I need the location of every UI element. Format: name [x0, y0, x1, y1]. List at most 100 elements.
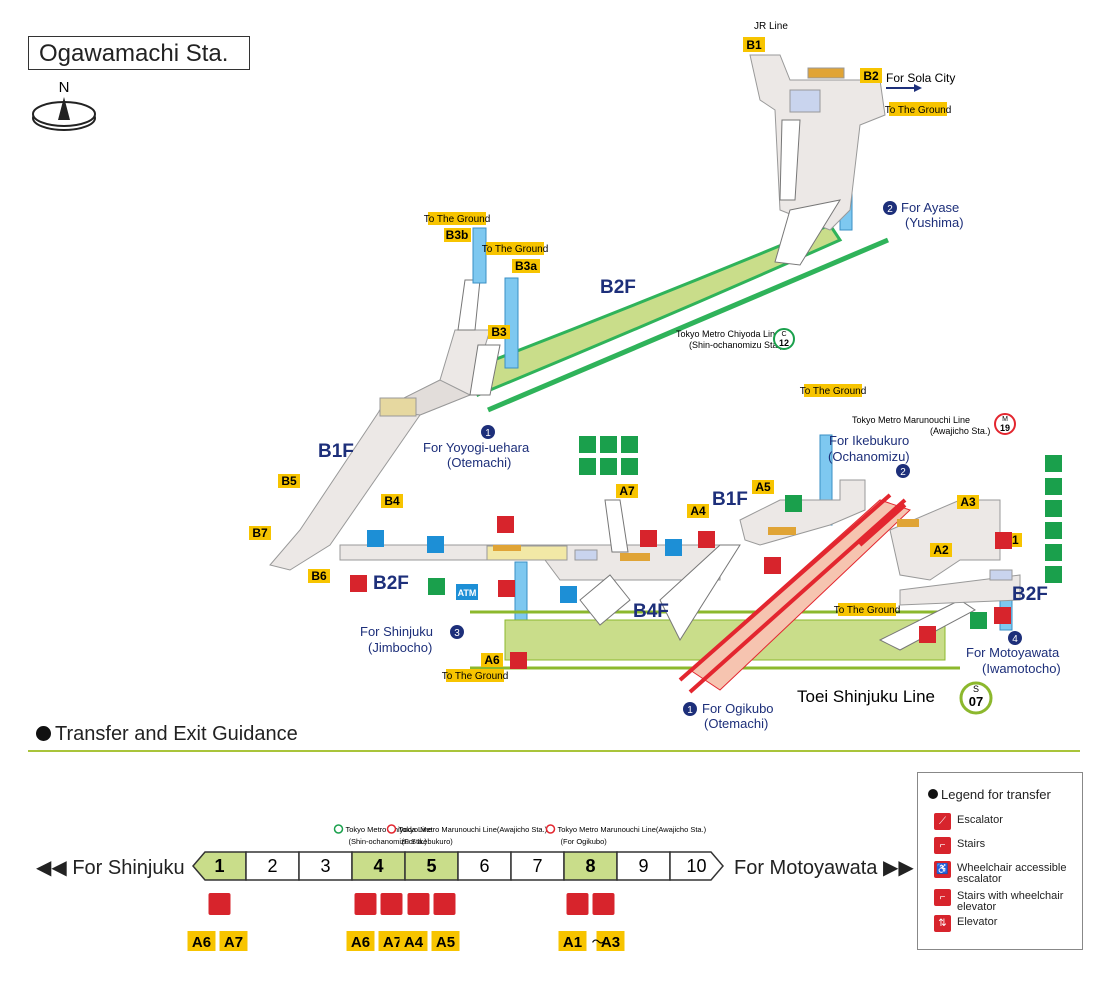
svg-text:For Yoyogi-uehara: For Yoyogi-uehara — [423, 440, 530, 455]
svg-text:B5: B5 — [281, 474, 297, 488]
right-restroom-icons — [1045, 455, 1062, 583]
ground-tag-b3a: To The Ground — [482, 242, 549, 255]
svg-text:B4: B4 — [384, 494, 400, 508]
compass-icon: N — [32, 79, 96, 131]
phone-icon — [560, 586, 577, 603]
svg-text:A6: A6 — [484, 653, 500, 667]
svg-text:For Motoyawata: For Motoyawata — [966, 645, 1060, 660]
exit-b4[interactable]: B4 — [381, 494, 403, 508]
escalator-icon — [640, 530, 936, 643]
svg-text:ATM: ATM — [458, 588, 477, 598]
bullet-icon — [36, 726, 51, 741]
legend-stairs-elevator: ⌐Stairs with wheelchair elevator — [934, 889, 1077, 913]
floor-b2f-right: B2F — [1012, 584, 1048, 605]
floor-b1f-left: B1F — [318, 441, 354, 462]
b2f-lower-concourse — [339, 499, 721, 581]
svg-text:A2: A2 — [933, 543, 949, 557]
direction-labels: 2 For Ayase (Yushima) 1 For Yoyogi-uehar… — [360, 200, 1061, 731]
exit-b6[interactable]: B6 — [308, 569, 330, 583]
svg-text:(Iwamotocho): (Iwamotocho) — [982, 661, 1061, 676]
svg-text:(Shin-ochanomizu Sta.): (Shin-ochanomizu Sta.) — [689, 340, 783, 350]
top-right-concourse — [749, 54, 886, 266]
svg-text:To The Ground: To The Ground — [442, 671, 509, 682]
svg-text:To The Ground: To The Ground — [424, 214, 491, 225]
floor-b2f-top: B2F — [600, 277, 636, 298]
svg-text:07: 07 — [969, 694, 983, 709]
svg-text:B7: B7 — [252, 526, 268, 540]
wheelchair-escalator-icon: ♿ — [934, 861, 951, 878]
baby-room-icon — [579, 458, 638, 475]
transfer-legend: Legend for transfer ⟋Escalator ⌐Stairs ♿… — [917, 772, 1083, 950]
legend-stairs: ⌐Stairs — [934, 837, 1077, 854]
floor-b4f: B4F — [633, 601, 669, 622]
ground-tag-b2: To The Ground — [885, 102, 952, 116]
aed-icon — [497, 516, 1012, 624]
exit-b3b[interactable]: B3b — [444, 228, 471, 242]
station-title: Ogawamachi Sta. — [28, 36, 250, 70]
svg-text:For Ogikubo: For Ogikubo — [702, 701, 774, 716]
exit-b3[interactable]: B3 — [488, 325, 510, 339]
svg-text:For Ayase: For Ayase — [901, 200, 959, 215]
legend-escalator: ⟋Escalator — [934, 813, 1077, 830]
guidance-divider — [28, 750, 1080, 752]
svg-text:A5: A5 — [755, 480, 771, 494]
svg-text:S: S — [973, 684, 979, 694]
dir-shinjuku: For Shinjuku 3 (Jimbocho) — [360, 624, 464, 655]
atm-icon: ATM — [456, 584, 478, 600]
svg-text:(Awajicho Sta.): (Awajicho Sta.) — [930, 426, 990, 436]
marunouchi-line-caption: Tokyo Metro Marunouchi Line (Awajicho St… — [852, 413, 1016, 436]
svg-text:For Sola City: For Sola City — [886, 71, 955, 85]
svg-text:B3b: B3b — [446, 228, 469, 242]
guidance-heading: Transfer and Exit Guidance — [36, 723, 298, 746]
exit-b5[interactable]: B5 — [278, 474, 300, 488]
svg-text:2: 2 — [887, 204, 893, 215]
legend-elevator: ⇅Elevator — [934, 915, 1077, 932]
floor-b2f-left: B2F — [373, 573, 409, 594]
svg-text:For Shinjuku: For Shinjuku — [360, 624, 433, 639]
exit-a2[interactable]: A2 — [930, 543, 952, 557]
right-arrows-icon: ▶▶ — [882, 857, 914, 879]
chiyoda-line-caption: Tokyo Metro Chiyoda Line (Shin-ochanomiz… — [676, 328, 795, 350]
b3-stairs — [457, 279, 501, 396]
floor-b1f-right: B1F — [712, 489, 748, 510]
svg-text:C: C — [781, 331, 786, 338]
legend-title: Legend for transfer — [928, 787, 1051, 802]
exit-a7[interactable]: A7 — [616, 484, 638, 498]
dir-ayase: 2 For Ayase (Yushima) — [883, 200, 964, 230]
svg-text:2: 2 — [900, 467, 906, 478]
compass-north-label: N — [59, 79, 70, 96]
svg-text:B6: B6 — [311, 569, 327, 583]
elevator-icon: ⇅ — [934, 915, 951, 932]
legend-wheelchair-escalator: ♿Wheelchair accessible escalator — [934, 861, 1077, 885]
exit-b3a[interactable]: B3a — [512, 259, 540, 273]
exit-b7[interactable]: B7 — [249, 526, 271, 540]
jr-line-label: JR Line — [754, 21, 788, 32]
info-icon — [785, 495, 802, 512]
ground-tag-a6: To The Ground — [442, 669, 509, 682]
svg-text:Tokyo Metro Marunouchi Line: Tokyo Metro Marunouchi Line — [852, 415, 970, 425]
svg-text:B3: B3 — [491, 325, 507, 339]
svg-text:To The Ground: To The Ground — [885, 105, 952, 116]
dir-motoyawata: 4 For Motoyawata (Iwamotocho) — [966, 631, 1061, 676]
exit-a6[interactable]: A6 — [481, 653, 503, 667]
svg-text:B1: B1 — [746, 38, 762, 52]
svg-text:To The Ground: To The Ground — [482, 244, 549, 255]
exit-a4[interactable]: A4 — [687, 504, 709, 518]
ground-tag-b3b: To The Ground — [424, 212, 491, 225]
ground-tag-a2: To The Ground — [834, 603, 900, 616]
ticket-icon — [367, 530, 682, 556]
exit-b2[interactable]: B2 — [860, 68, 882, 83]
escalator-icon: ⟋ — [934, 813, 951, 830]
exit-a3[interactable]: A3 — [957, 495, 979, 509]
svg-text:A4: A4 — [690, 504, 706, 518]
coin-locker-icon — [428, 578, 987, 629]
exit-b1[interactable]: B1 — [743, 37, 765, 52]
svg-text:To The Ground: To The Ground — [800, 386, 867, 397]
svg-text:M: M — [1002, 416, 1008, 423]
ground-tag-marunouchi: To The Ground — [800, 384, 867, 397]
exit-a5[interactable]: A5 — [752, 480, 774, 494]
dir-ikebukuro: For Ikebukuro (Ochanomizu) 2 — [828, 433, 910, 478]
elevator-icon — [498, 531, 715, 669]
svg-text:A3: A3 — [960, 495, 976, 509]
dir-ogikubo: 1 For Ogikubo (Otemachi) — [683, 701, 774, 731]
